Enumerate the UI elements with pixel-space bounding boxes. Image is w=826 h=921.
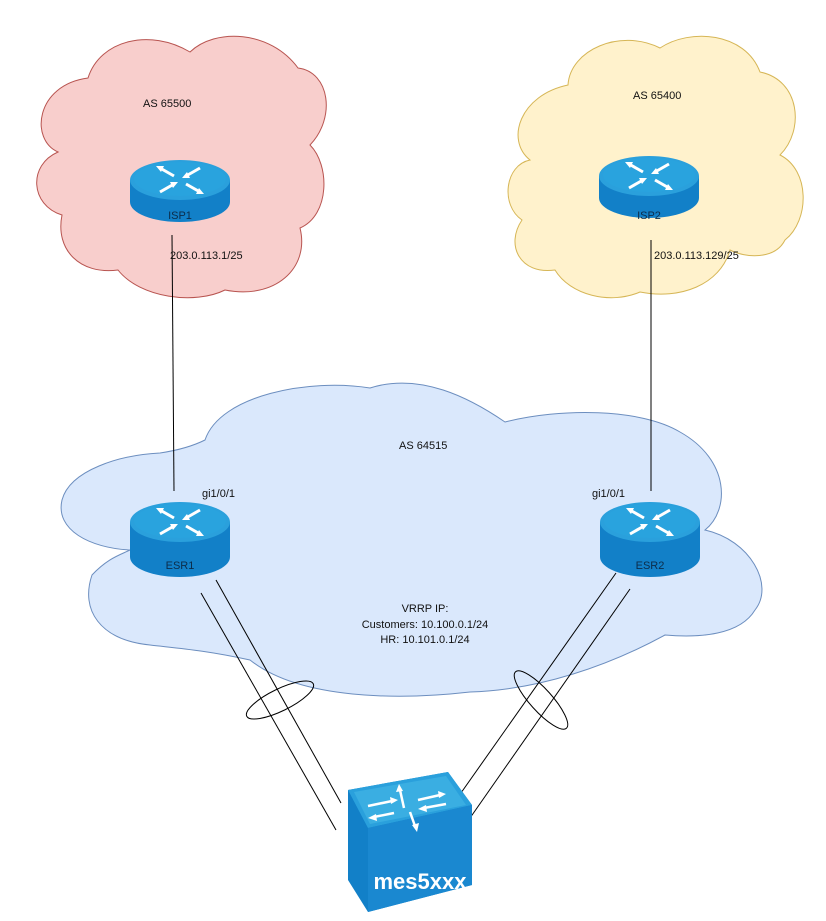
vrrp-customers: Customers: 10.100.0.1/24 [362,619,489,631]
esr2-name: ESR2 [636,560,665,572]
router-esr1[interactable]: ESR1 [130,502,230,577]
isp2-name: ISP2 [637,210,661,222]
lag-esr1-line-2 [215,579,342,804]
lag-esr2-line-1 [455,572,617,801]
router-isp2[interactable]: ISP2 [599,156,699,222]
core-cloud [60,382,763,697]
isp2-as-label: AS 65400 [633,90,681,102]
router-isp1[interactable]: ISP1 [130,160,230,222]
switch-arrows-icon [367,784,447,832]
esr1-interface-label: gi1/0/1 [202,488,235,500]
isp2-ip-label: 203.0.113.129/25 [654,250,739,262]
isp1-name: ISP1 [168,210,192,222]
esr1-name: ESR1 [166,560,195,572]
link-isp1-esr1 [171,234,175,492]
isp1-as-label: AS 65500 [143,98,191,110]
lag-esr2-line-2 [469,588,631,819]
lag-esr1-bundle-ring [245,680,315,720]
switch-name: mes5xxx [374,869,468,894]
vrrp-hr: HR: 10.101.0.1/24 [380,634,469,646]
isp1-ip-label: 203.0.113.1/25 [170,250,243,262]
switch-mes5xxx[interactable]: mes5xxx [348,772,472,912]
lag-esr1-line-1 [200,592,337,831]
core-as-label: AS 64515 [399,440,447,452]
lag-esr2-bundle-ring [513,670,569,730]
esr2-interface-label: gi1/0/1 [592,488,625,500]
vrrp-title: VRRP IP: [402,603,449,615]
router-esr2[interactable]: ESR2 [600,502,700,577]
